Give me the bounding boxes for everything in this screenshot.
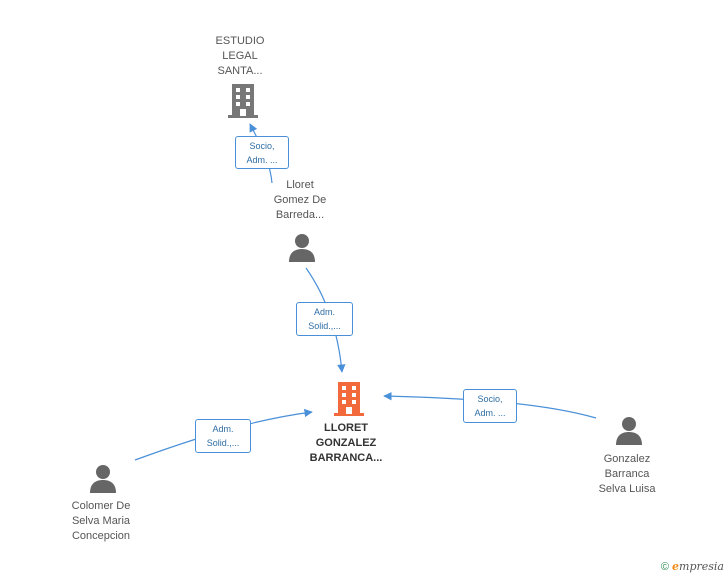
edge-label-socio-adm[interactable]: Socio, Adm. ... [463, 389, 517, 423]
node-label-colomer[interactable]: Colomer De Selva Maria Concepcion [71, 500, 131, 542]
node-label-lloret-gonzalez[interactable]: LLORET GONZALEZ BARRANCA... [309, 422, 383, 464]
edge-label-socio-adm[interactable]: Socio, Adm. ... [235, 136, 289, 169]
copyright-symbol: © [660, 561, 669, 573]
copyright-notice: © empresia [661, 560, 724, 573]
person-icon[interactable] [615, 416, 643, 446]
edge-label-adm-solid[interactable]: Adm. Solid.,... [296, 302, 353, 336]
building-icon[interactable] [333, 382, 365, 416]
building-icon[interactable] [227, 84, 259, 118]
person-icon[interactable] [89, 464, 117, 494]
edge-label-adm-solid[interactable]: Adm. Solid.,... [195, 419, 251, 453]
node-label-gonzalez[interactable]: Gonzalez Barranca Selva Luisa [598, 453, 656, 495]
node-label-estudio[interactable]: ESTUDIO LEGAL SANTA... [215, 35, 265, 77]
brand-logo[interactable]: empresia [672, 560, 724, 573]
node-label-lloret-gomez[interactable]: Lloret Gomez De Barreda... [273, 179, 327, 221]
person-icon[interactable] [288, 233, 316, 263]
